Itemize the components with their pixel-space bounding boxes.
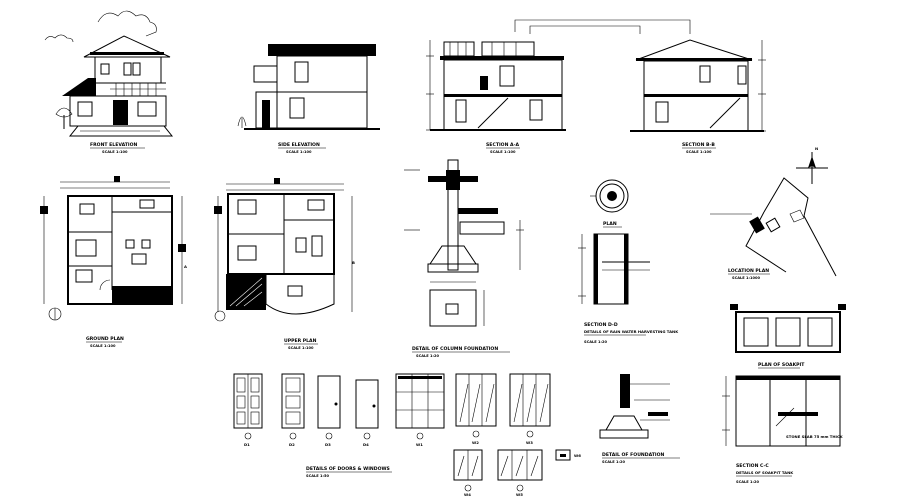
soakpit-note: STONE SLAB 75 mm THICK [786,434,844,439]
w4-mark: W4 [464,492,471,497]
w3-mark: W3 [526,440,533,445]
section-b-b: SECTION B-B SCALE 1:100 [630,39,766,154]
doors-windows-scale: SCALE 1:50 [306,474,329,478]
rainwater-plan-title: PLAN [603,221,617,227]
rainwater-section-title: SECTION D-D [584,322,618,328]
soakpit-plan-title: PLAN OF SOAKPIT [758,362,805,368]
column-foundation-scale: SCALE 1:20 [416,354,439,358]
d4-mark: D4 [363,442,369,447]
front-elevation: FRONT ELEVATION SCALE 1:100 [44,10,174,154]
rainwater-section-subtitle: DETAILS OF RAIN WATER HARVESTING TANK [584,329,679,334]
front-elevation-scale: SCALE 1:100 [102,150,128,154]
upper-plan-section-mark: B [352,260,355,265]
column-foundation-title: DETAIL OF COLUMN FOUNDATION [412,346,498,352]
ground-plan: A GROUND PLAN SCALE 1:100 [40,176,187,348]
foundation-detail: DETAIL OF FOUNDATION SCALE 1:20 [599,374,680,464]
side-elevation-title: SIDE ELEVATION [278,142,320,148]
soakpit-section: STONE SLAB 75 mm THICK SECTION C-C DETAI… [722,375,844,484]
column-foundation-detail: DETAIL OF COLUMN FOUNDATION SCALE 1:20 [404,159,524,358]
side-elevation-scale: SCALE 1:100 [286,150,312,154]
doors-windows-details: D1 D2 D3 D4 W1 [233,373,581,497]
foundation-detail-scale: SCALE 1:20 [602,460,625,464]
north-arrow-icon [796,152,828,184]
rainwater-section-scale: SCALE 1:20 [584,340,607,344]
ground-plan-scale: SCALE 1:100 [90,344,116,348]
soakpit-section-title: SECTION C-C [736,463,769,469]
d2-mark: D2 [289,442,295,447]
upper-plan: B UPPER PLAN SCALE 1:100 [214,178,355,350]
north-arrow-label: N [815,146,818,151]
section-a-title: SECTION A-A [486,142,519,148]
w1-mark: W1 [416,442,423,447]
upper-plan-title: UPPER PLAN [284,338,317,344]
soakpit-plan: PLAN OF SOAKPIT [730,304,846,369]
upper-plan-scale: SCALE 1:100 [288,346,314,350]
location-plan: N LOCATION PLAN SCALE 1:1000 [710,146,837,280]
w6-mark: W6 [574,453,581,458]
front-elevation-title: FRONT ELEVATION [90,142,138,148]
side-elevation: SIDE ELEVATION SCALE 1:100 [237,44,380,154]
section-a-scale: SCALE 1:100 [490,150,516,154]
section-a-a: SECTION A-A SCALE 1:100 [426,19,691,154]
d3-mark: D3 [325,442,331,447]
w5-mark: W5 [516,492,523,497]
w2-mark: W2 [472,440,479,445]
soakpit-section-scale: SCALE 1:20 [736,480,759,484]
doors-windows-title: DETAILS OF DOORS & WINDOWS [306,466,390,472]
rainwater-tank-detail: PLAN SECTION D-D DETAILS OF RAIN WATER H… [578,179,679,344]
section-b-scale: SCALE 1:100 [686,150,712,154]
location-plan-title: LOCATION PLAN [728,268,769,274]
ground-plan-title: GROUND PLAN [86,336,124,342]
section-b-title: SECTION B-B [682,142,715,148]
d1-mark: D1 [244,442,250,447]
location-plan-scale: SCALE 1:1000 [732,276,760,280]
foundation-detail-title: DETAIL OF FOUNDATION [602,452,665,458]
soakpit-section-subtitle: DETAILS OF SOAKPIT TANK [736,470,794,475]
ground-plan-section-mark: A [184,264,187,269]
